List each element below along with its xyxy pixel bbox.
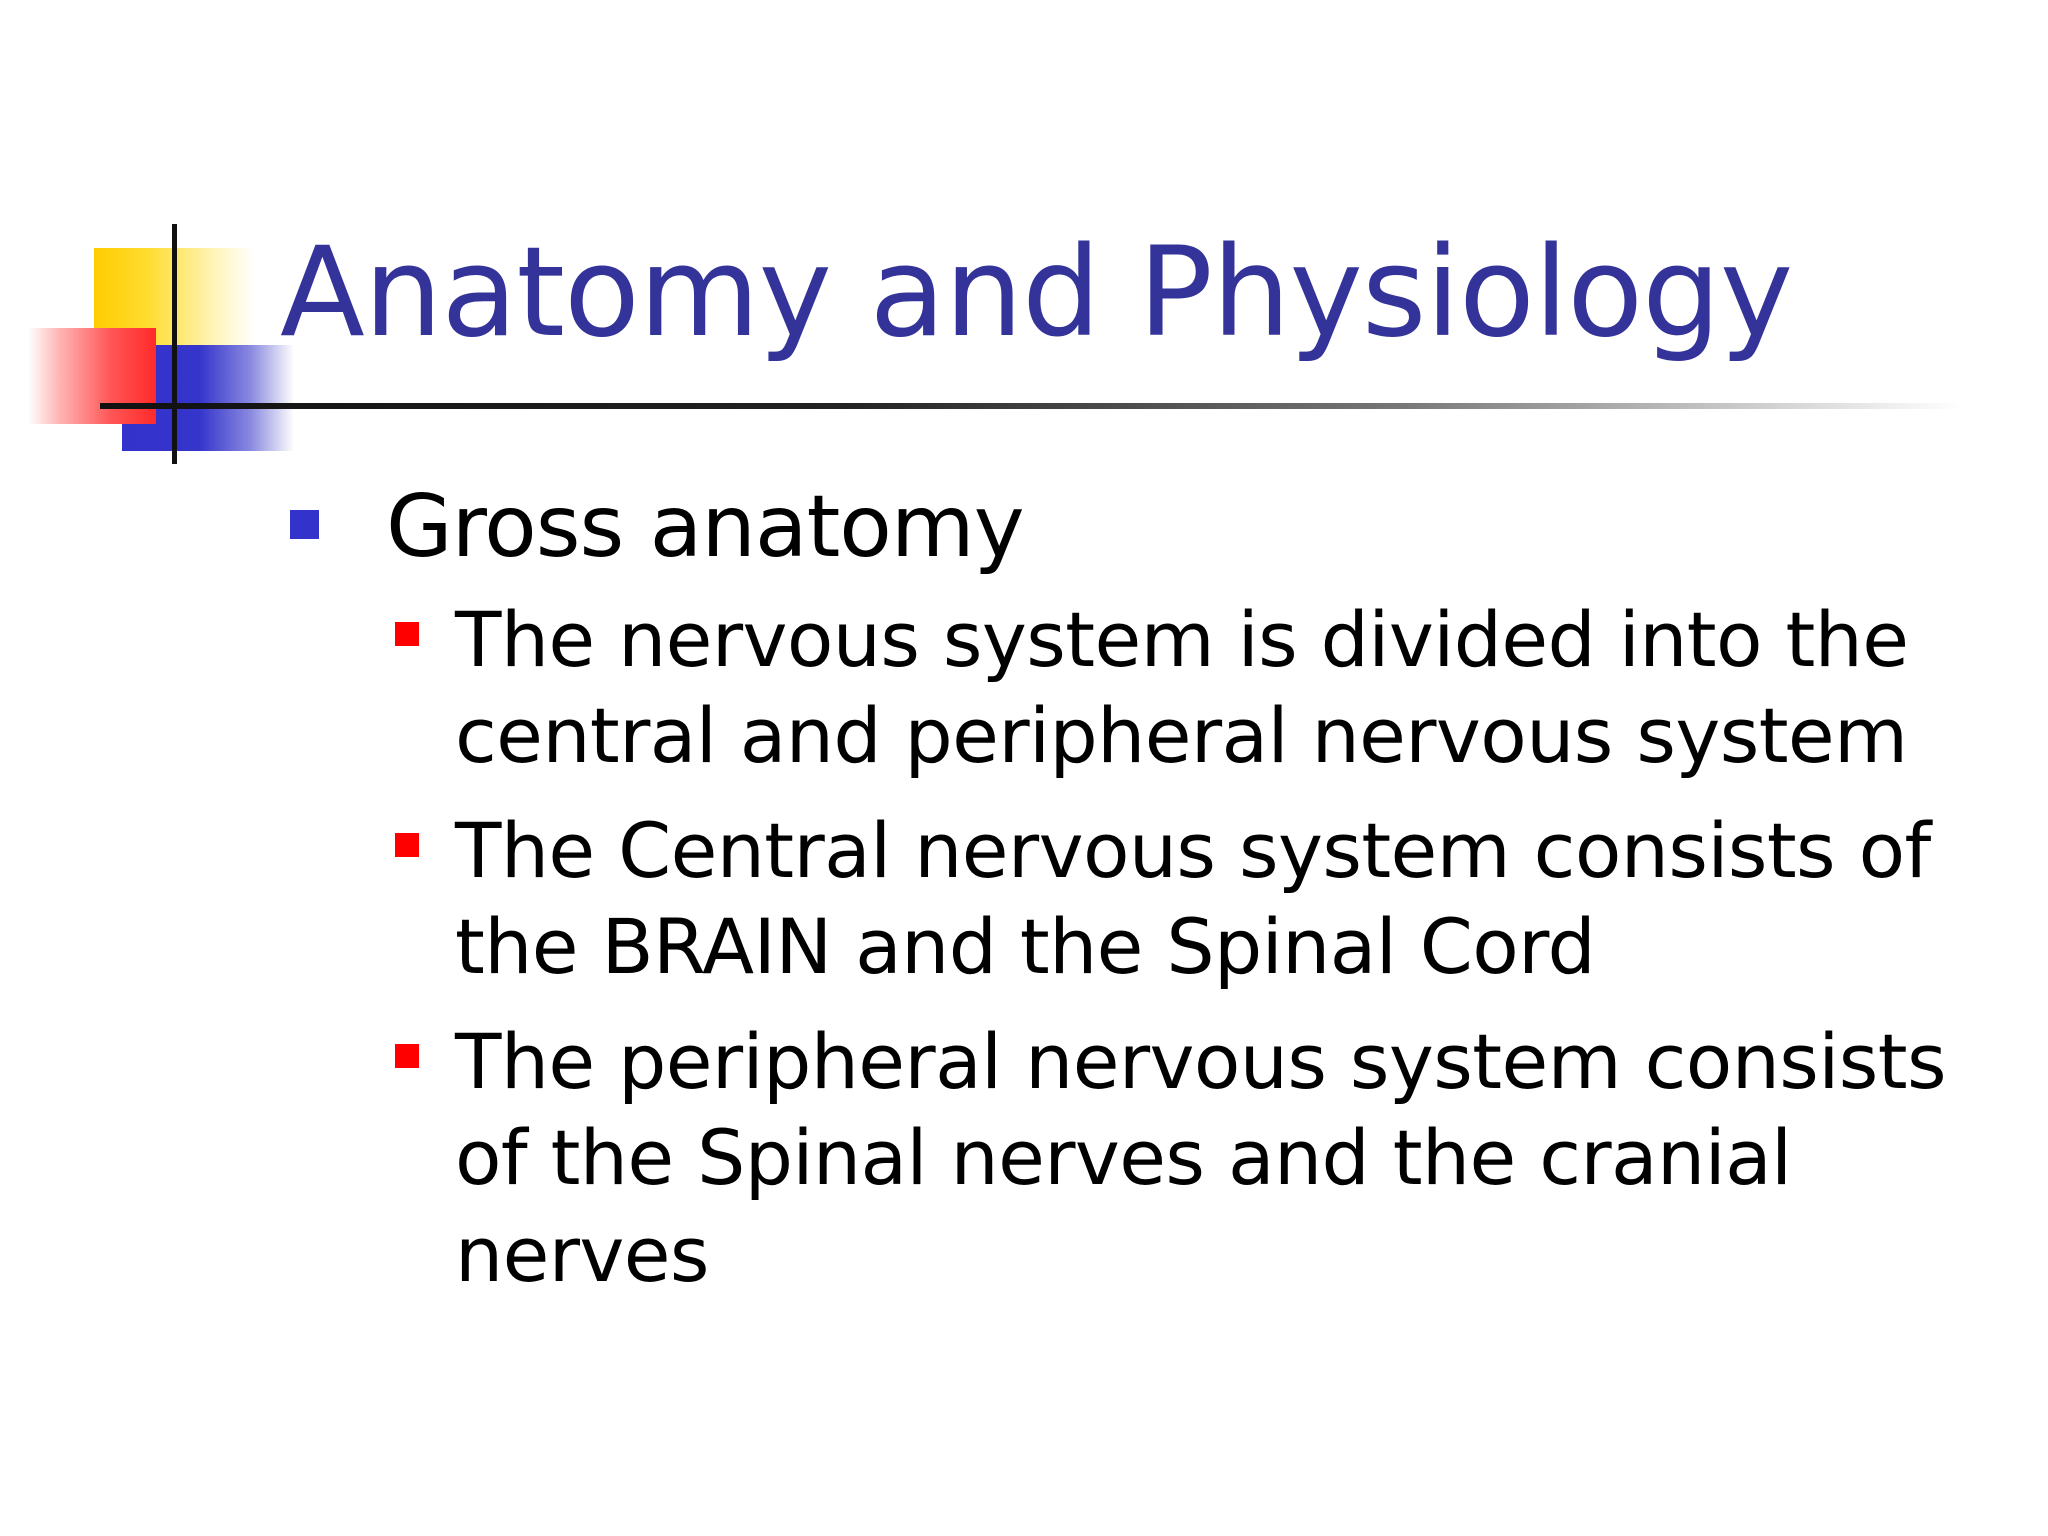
- red-square-bullet-icon: [395, 832, 419, 857]
- bullet-sublist: The nervous system is divided into the c…: [395, 592, 2010, 1304]
- bullet-level2-item: The Central nervous system consists of t…: [395, 803, 2010, 996]
- slide-body: Gross anatomy The nervous system is divi…: [290, 474, 2010, 1321]
- red-square-decoration: [28, 328, 156, 424]
- bullet-level1: Gross anatomy: [290, 474, 2010, 582]
- slide-title: Anatomy and Physiology: [280, 221, 1793, 365]
- bullet-level2-text: The Central nervous system consists of t…: [455, 805, 1931, 992]
- decorative-squares-motif: [0, 0, 320, 480]
- title-underline-rule: [100, 403, 1960, 409]
- bullet-level2-item: The peripheral nervous system consists o…: [395, 1014, 2010, 1304]
- red-square-bullet-icon: [395, 1043, 419, 1068]
- bullet-level2-text: The peripheral nervous system consists o…: [455, 1016, 1947, 1299]
- bullet-level1-text: Gross anatomy: [386, 477, 1025, 577]
- bullet-level2-text: The nervous system is divided into the c…: [455, 594, 1909, 781]
- vertical-accent-line: [172, 224, 177, 464]
- red-square-bullet-icon: [395, 621, 419, 646]
- blue-square-bullet-icon: [290, 510, 319, 539]
- bullet-level2-item: The nervous system is divided into the c…: [395, 592, 2010, 785]
